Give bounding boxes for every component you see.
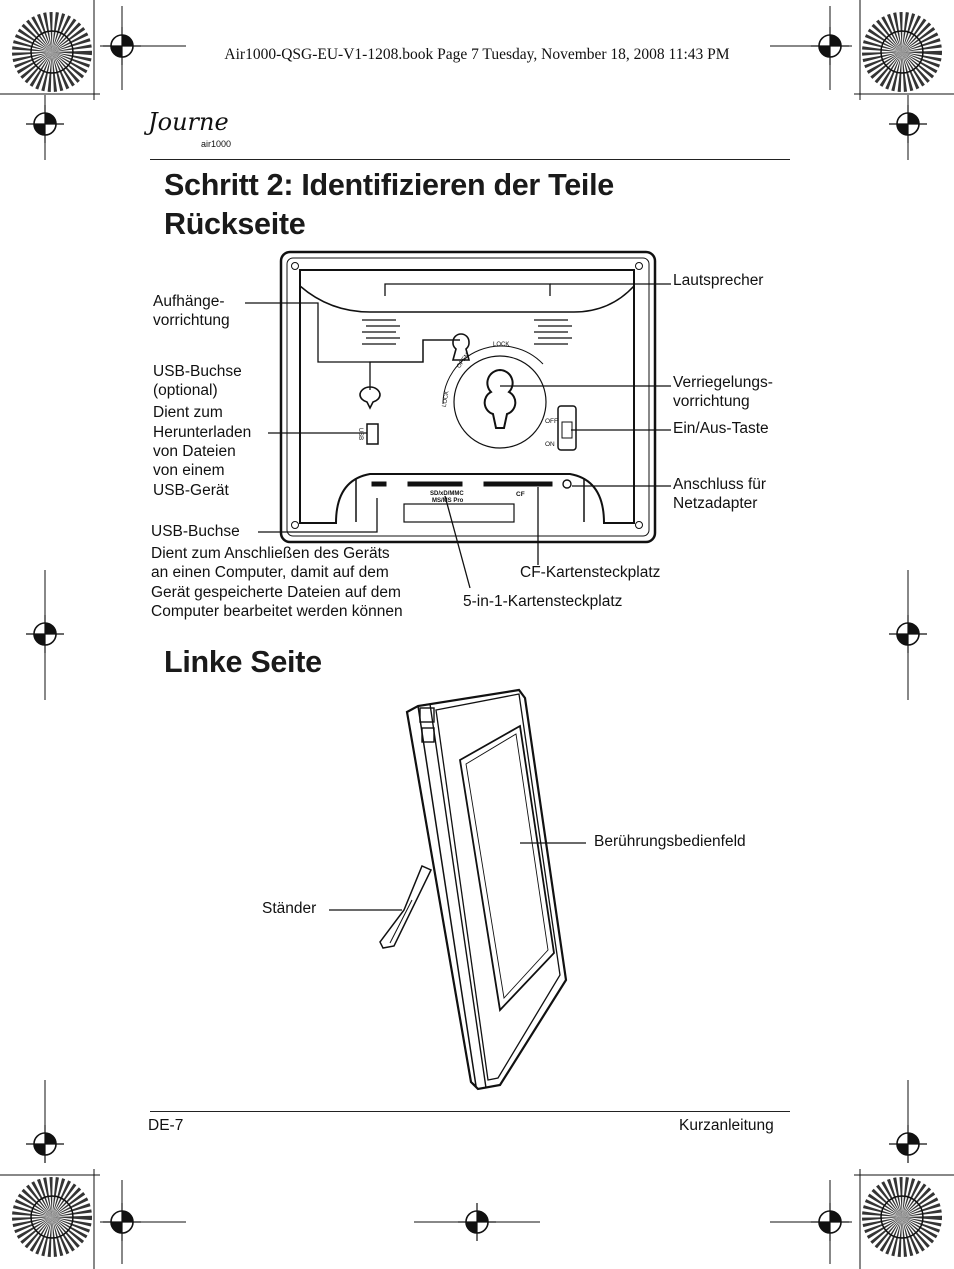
- label-usb-optional-3: Dient zum: [153, 404, 223, 421]
- step-heading: Schritt 2: Identifizieren der Teile: [164, 168, 614, 202]
- print-star-mark-bl: [31, 1196, 73, 1238]
- label-touch-panel: Berührungsbedienfeld: [594, 833, 746, 850]
- device-print-cf: CF: [516, 491, 525, 498]
- registration-marks: [25, 26, 928, 1242]
- device-side-illustration: [379, 688, 568, 1091]
- back-heading: Rückseite: [164, 207, 306, 241]
- back-leader-lines: [245, 283, 671, 589]
- footer-rule: [150, 1111, 790, 1112]
- label-usb-optional-2: (optional): [153, 382, 218, 399]
- label-netz-1: Anschluss für: [673, 476, 767, 493]
- label-usb-optional-5: von Dateien: [153, 443, 236, 460]
- label-einaus: Ein/Aus-Taste: [673, 420, 769, 437]
- label-usb-optional-1: USB-Buchse: [153, 363, 242, 380]
- device-print-lock-top: LOCK: [493, 342, 510, 348]
- label-usb-desc-4: Computer bearbeitet werden können: [151, 603, 403, 620]
- label-verriegelung-2: vorrichtung: [673, 393, 750, 410]
- device-print-sd: SD/xD/MMC: [430, 491, 464, 497]
- footer-title: Kurzanleitung: [679, 1117, 774, 1134]
- label-verriegelung-1: Verriegelungs-: [673, 374, 773, 391]
- left-side-heading: Linke Seite: [164, 645, 322, 679]
- label-usb-desc-3: Gerät gespeicherte Dateien auf dem: [151, 584, 401, 601]
- label-aufhaenge-2: vorrichtung: [153, 312, 230, 329]
- label-cf-slot: CF-Kartensteckplatz: [520, 564, 661, 581]
- label-usb-desc-2: an einen Computer, damit auf dem: [151, 564, 389, 581]
- label-usb-optional-6: von einem: [153, 462, 225, 479]
- device-back-illustration: [279, 250, 657, 544]
- device-print-usb: USB: [357, 427, 364, 441]
- device-print-ms: MS/MS Pro: [432, 498, 464, 504]
- air1000-logo-sub: air1000: [201, 139, 232, 149]
- label-stand: Ständer: [262, 900, 317, 917]
- label-usb-1: USB-Buchse: [151, 523, 240, 540]
- label-aufhaenge-1: Aufhänge-: [153, 293, 225, 310]
- label-usb-optional-7: USB-Gerät: [153, 482, 229, 499]
- label-lautsprecher: Lautsprecher: [673, 272, 764, 289]
- journe-logo: Journe: [148, 108, 229, 136]
- label-usb-desc-1: Dient zum Anschließen des Geräts: [151, 545, 390, 562]
- page-number: DE-7: [148, 1117, 184, 1134]
- side-leader-lines: [329, 842, 586, 911]
- device-print-off: OFF: [545, 418, 558, 425]
- print-star-mark-br: [881, 1196, 923, 1238]
- label-usb-optional-4: Herunterladen: [153, 424, 252, 441]
- label-5in1-slot: 5-in-1-Kartensteckplatz: [463, 593, 623, 610]
- device-print-on: ON: [545, 441, 555, 448]
- header-rule: [150, 159, 790, 160]
- label-netz-2: Netzadapter: [673, 495, 758, 512]
- print-header-line: Air1000-QSG-EU-V1-1208.book Page 7 Tuesd…: [224, 46, 730, 63]
